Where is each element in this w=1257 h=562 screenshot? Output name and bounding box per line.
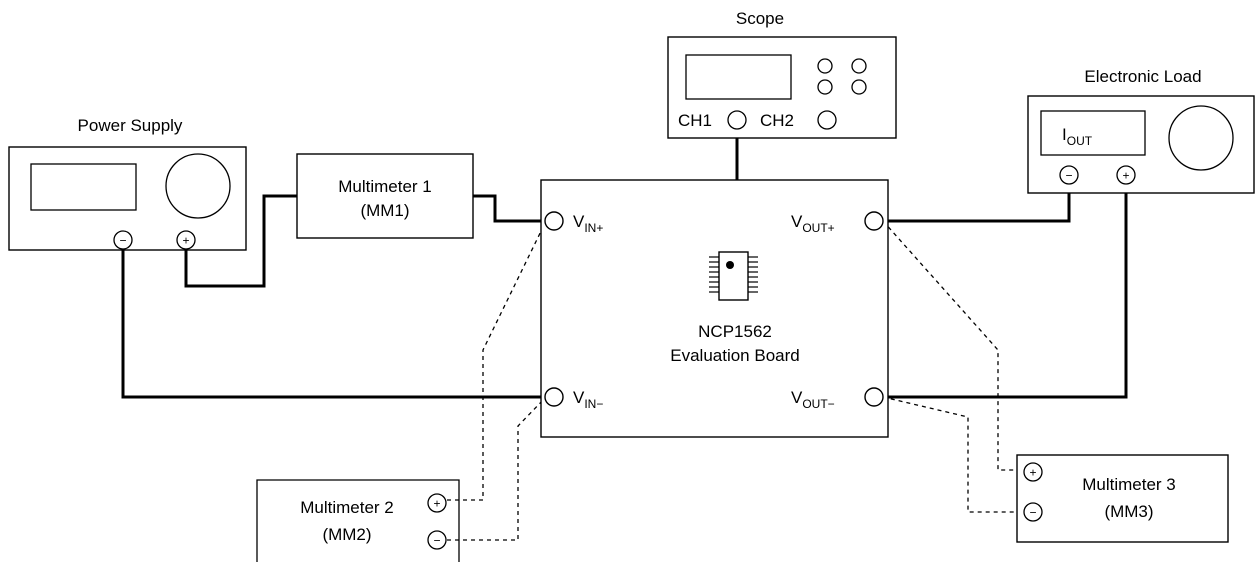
multimeter-2-name: Multimeter 2 (300, 498, 394, 517)
multimeter-2-minus-terminal (427, 530, 447, 550)
scope-ch1-label: CH1 (678, 111, 712, 130)
vin-plus-terminal (544, 211, 564, 231)
vout-plus-label: VOUT+ (791, 212, 835, 235)
multimeter-2-plus-terminal (427, 493, 447, 513)
wire-vout-plus-to-load-minus (883, 184, 1071, 223)
scope: Scope CH1 CH2 (667, 9, 897, 139)
multimeter-3-minus-terminal (1023, 502, 1043, 522)
multimeter-3-body (1016, 454, 1229, 543)
multimeter-1-name: Multimeter 1 (338, 177, 432, 196)
multimeter-2: Multimeter 2 (MM2) + − (256, 479, 460, 562)
scope-title: Scope (736, 9, 784, 28)
electronic-load-plus-symbol: + (1122, 169, 1129, 183)
wire-ps-minus-to-vin-minus (121, 250, 546, 399)
multimeter-2-body (256, 479, 460, 562)
electronic-load-body (1027, 95, 1255, 194)
electronic-load-plus-terminal (1116, 165, 1136, 185)
power-supply-minus-terminal (113, 230, 133, 250)
power-supply-title: Power Supply (78, 116, 183, 135)
wire-vout-minus-to-load-plus (883, 184, 1128, 399)
scope-ch1-connector (727, 110, 747, 130)
vout-minus-label: VOUT− (791, 388, 835, 411)
multimeter-2-minus-symbol: − (433, 534, 440, 548)
multimeter-3-name: Multimeter 3 (1082, 475, 1176, 494)
electronic-load-knob (1168, 105, 1234, 171)
wire-mm1-to-vin-plus (473, 194, 546, 223)
multimeter-3: + − Multimeter 3 (MM3) (1016, 454, 1229, 543)
vin-plus-label: VIN+ (573, 212, 603, 235)
power-supply-body (8, 146, 247, 251)
scope-body (667, 36, 897, 139)
power-supply-knob (165, 153, 231, 219)
multimeter-3-minus-symbol: − (1029, 506, 1036, 520)
multimeter-1: Multimeter 1 (MM1) (296, 153, 474, 239)
multimeter-1-id: (MM1) (360, 201, 409, 220)
scope-knob (851, 58, 867, 74)
vin-minus-terminal (544, 387, 564, 407)
scope-knob (817, 58, 833, 74)
mm2-plus-sense-line (447, 220, 547, 501)
power-supply-display (30, 163, 137, 211)
mm3-plus-sense-line (882, 220, 1017, 471)
scope-ch2-label: CH2 (760, 111, 794, 130)
multimeter-2-plus-symbol: + (433, 497, 440, 511)
electronic-load-iout-label: IOUT (1062, 125, 1093, 148)
electronic-load-display (1040, 110, 1146, 156)
ic-chip-icon (709, 251, 758, 301)
electronic-load: Electronic Load IOUT − + (1027, 67, 1255, 194)
power-supply-plus-terminal (176, 230, 196, 250)
electronic-load-minus-symbol: − (1065, 169, 1072, 183)
scope-ch2-connector (817, 110, 837, 130)
scope-knob (817, 79, 833, 95)
evaluation-board-body (540, 179, 889, 438)
board-part-number: NCP1562 (698, 322, 772, 341)
multimeter-3-plus-symbol: + (1029, 466, 1036, 480)
scope-screen (685, 54, 792, 100)
evaluation-board: NCP1562 Evaluation Board VIN+ VIN− VOUT+… (540, 179, 889, 438)
multimeter-3-plus-terminal (1023, 462, 1043, 482)
board-name: Evaluation Board (670, 346, 799, 365)
scope-knob (851, 79, 867, 95)
multimeter-3-id: (MM3) (1104, 502, 1153, 521)
mm2-minus-sense-line (447, 396, 547, 541)
vout-plus-terminal (864, 211, 884, 231)
power-supply: Power Supply − + (8, 116, 247, 251)
vout-minus-terminal (864, 387, 884, 407)
dotted-measure-lines (447, 220, 1017, 541)
mm3-minus-sense-line (882, 396, 1017, 513)
multimeter-1-body (296, 153, 474, 239)
vin-minus-label: VIN− (573, 388, 603, 411)
electronic-load-minus-terminal (1059, 165, 1079, 185)
multimeter-2-id: (MM2) (322, 525, 371, 544)
power-supply-minus-symbol: − (119, 234, 126, 248)
electronic-load-title: Electronic Load (1084, 67, 1201, 86)
wire-ps-plus-to-mm1 (184, 194, 297, 288)
power-supply-plus-symbol: + (182, 234, 189, 248)
